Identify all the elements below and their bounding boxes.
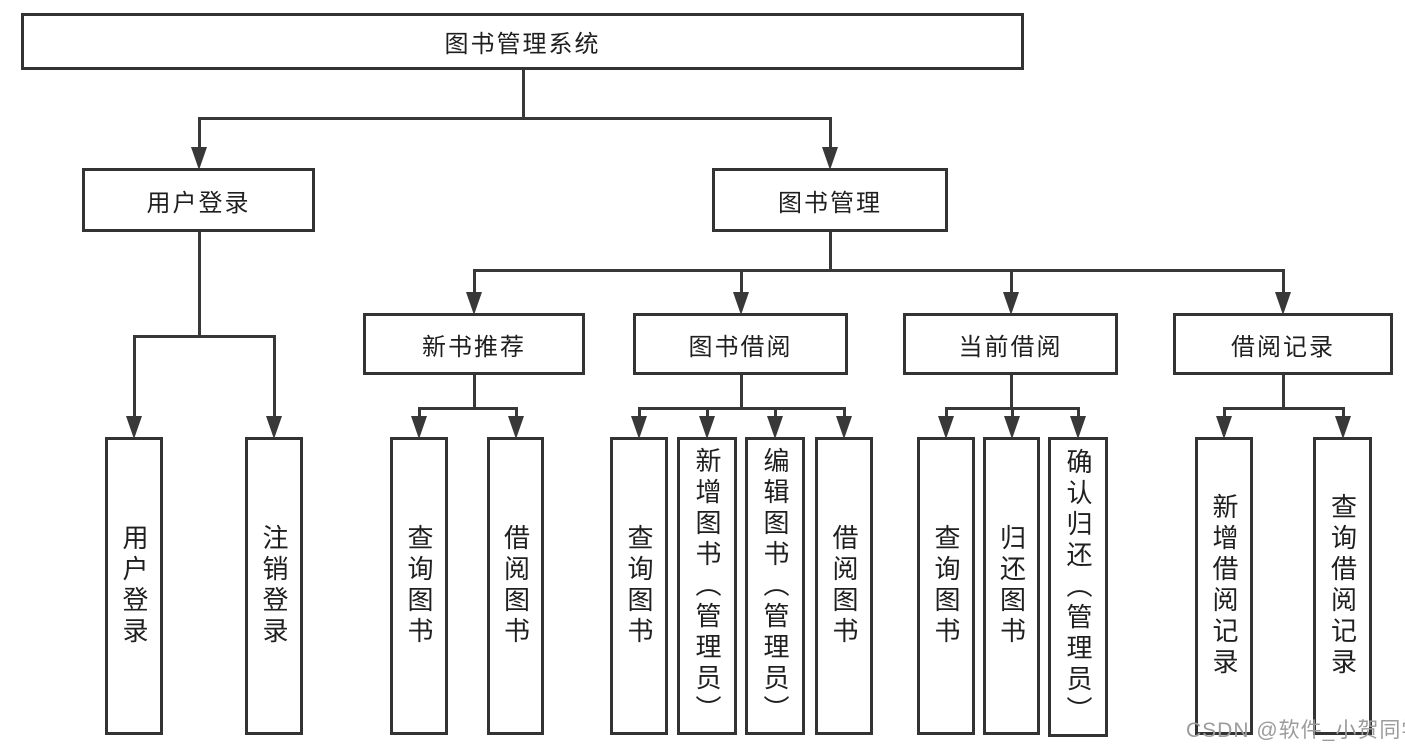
connector-line <box>706 408 709 418</box>
arrowhead-down-icon <box>767 416 783 439</box>
watermark: CSDN @软件_小贺同学 <box>1186 719 1405 742</box>
connector-line <box>739 375 743 408</box>
node-leaf-confirm-return: 确认归还（管理员） <box>1048 437 1108 737</box>
connector-line <box>521 70 525 118</box>
node-leaf-query-book-3: 查询图书 <box>917 437 975 735</box>
arrowhead-down-icon <box>822 147 838 170</box>
connector-line <box>739 270 743 294</box>
arrowhead-down-icon <box>699 416 715 439</box>
connector-line <box>273 336 276 418</box>
connector-line <box>514 408 518 418</box>
connector-line <box>1009 375 1013 408</box>
arrowhead-down-icon <box>266 416 282 439</box>
node-leaf-edit-book: 编辑图书（管理员） <box>745 437 805 735</box>
arrowhead-down-icon <box>1070 416 1086 439</box>
connector-line <box>133 336 136 418</box>
arrowhead-down-icon <box>938 416 954 439</box>
connector-line <box>1223 408 1226 418</box>
node-book-mgmt: 图书管理 <box>712 168 948 232</box>
connector-line <box>418 408 421 418</box>
node-root: 图书管理系统 <box>21 13 1024 70</box>
connector-line <box>197 118 201 149</box>
arrowhead-down-icon <box>1275 292 1291 315</box>
node-leaf-query-borrow-record: 查询借阅记录 <box>1313 437 1372 735</box>
node-leaf-add-borrow-record: 新增借阅记录 <box>1195 437 1253 735</box>
connector-line <box>774 408 777 418</box>
node-user-login: 用户登录 <box>82 168 315 232</box>
arrowhead-down-icon <box>836 416 852 439</box>
connector-line <box>473 270 476 294</box>
connector-line <box>1282 270 1285 294</box>
connector-line <box>829 232 832 270</box>
node-leaf-return-book: 归还图书 <box>983 437 1040 735</box>
node-leaf-borrow-book-1: 借阅图书 <box>487 437 544 735</box>
node-leaf-user-login: 用户登录 <box>105 437 163 735</box>
connector-line <box>1077 408 1080 418</box>
connector-line <box>1282 375 1285 408</box>
arrowhead-down-icon <box>507 416 524 439</box>
connector-line <box>1223 407 1345 410</box>
arrowhead-down-icon <box>1003 416 1020 439</box>
node-leaf-query-book-2: 查询图书 <box>610 437 668 735</box>
arrowhead-down-icon <box>411 416 427 439</box>
node-book-borrow: 图书借阅 <box>633 313 848 375</box>
arrowhead-down-icon <box>1002 292 1019 315</box>
arrowhead-down-icon <box>126 416 142 439</box>
connector-line <box>133 335 276 338</box>
node-current-borrow: 当前借阅 <box>903 313 1118 375</box>
node-leaf-query-book-1: 查询图书 <box>390 437 448 735</box>
node-leaf-borrow-book-2: 借阅图书 <box>815 437 873 735</box>
connector-line <box>473 269 1285 272</box>
connector-line <box>829 118 832 149</box>
arrowhead-down-icon <box>1334 416 1351 439</box>
connector-line <box>1009 270 1013 294</box>
arrowhead-down-icon <box>466 292 482 315</box>
connector-line <box>843 408 846 418</box>
arrowhead-down-icon <box>631 416 647 439</box>
connector-line <box>418 407 518 410</box>
connector-line <box>197 232 201 336</box>
node-leaf-logout: 注销登录 <box>245 437 303 735</box>
node-leaf-add-book: 新增图书（管理员） <box>677 437 737 735</box>
connector-line <box>1010 408 1014 418</box>
connector-line <box>638 407 846 410</box>
connector-line <box>945 408 948 418</box>
arrowhead-down-icon <box>190 147 207 170</box>
connector-line <box>638 408 641 418</box>
connector-line <box>1341 408 1345 418</box>
arrowhead-down-icon <box>1216 416 1232 439</box>
connector-line <box>197 117 832 120</box>
node-borrow-records: 借阅记录 <box>1173 313 1393 375</box>
node-new-book-rec: 新书推荐 <box>363 313 585 375</box>
connector-line <box>473 375 476 408</box>
arrowhead-down-icon <box>732 292 749 315</box>
